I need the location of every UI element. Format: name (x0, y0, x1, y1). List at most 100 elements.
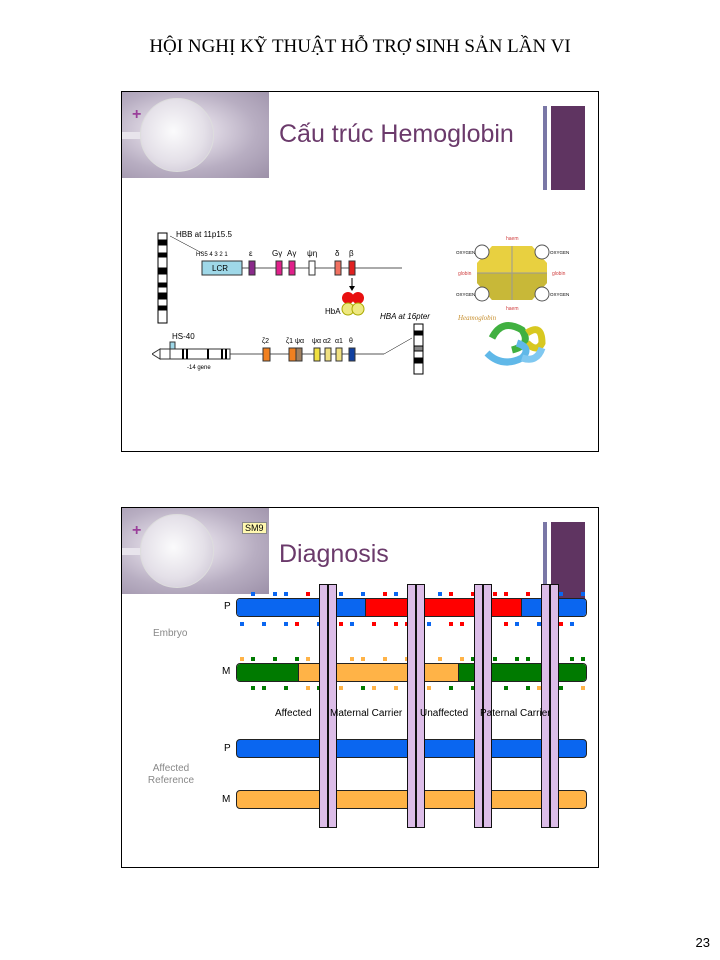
snp-dot (251, 686, 255, 690)
snp-dot (493, 657, 497, 661)
snp-dot (438, 592, 442, 596)
snp-dot (251, 592, 255, 596)
gene-label: ε (249, 249, 253, 258)
reference-label: Affected Reference (147, 763, 195, 786)
snp-dot (504, 622, 508, 626)
snp-dot (361, 657, 365, 661)
chromosome-11 (157, 232, 168, 324)
snp-dot (240, 657, 244, 661)
snp-dot (504, 686, 508, 690)
snp-dot (284, 622, 288, 626)
embryo-image: + (122, 92, 269, 178)
snp-dot (526, 686, 530, 690)
snp-dot (306, 686, 310, 690)
snp-dot (427, 622, 431, 626)
gene-label: Aγ (287, 249, 296, 258)
snp-dot (262, 686, 266, 690)
snp-dot (339, 686, 343, 690)
snp-dot (438, 657, 442, 661)
hba-label: HbA (325, 307, 341, 316)
heme-label: haem (506, 236, 519, 242)
outcome-label: Maternal Carrier (330, 708, 403, 719)
snp-dot (295, 657, 299, 661)
globin-label: globin (458, 271, 472, 277)
snp-dot (394, 592, 398, 596)
oxygen-label: OXYGEN (456, 292, 475, 297)
snp-dot (273, 657, 277, 661)
decor-bar (543, 106, 547, 190)
decor-bar (551, 106, 585, 190)
oxygen-label: OXYGEN (550, 250, 569, 255)
oxygen-label: OXYGEN (456, 250, 475, 255)
snp-dot (581, 657, 585, 661)
hs40-label: HS-40 (172, 332, 195, 341)
snp-dot (581, 686, 585, 690)
hba-locus-label: HBA at 16pter (380, 312, 430, 321)
snp-dot (449, 592, 453, 596)
snp-dot (262, 622, 266, 626)
snp-dot (449, 622, 453, 626)
heme-label: haem (506, 306, 519, 312)
snp-dot (537, 622, 541, 626)
snp-dot (339, 592, 343, 596)
snp-dot (251, 657, 255, 661)
snp-dot (339, 622, 343, 626)
snp-dot (504, 592, 508, 596)
snp-dot (460, 657, 464, 661)
oxygen-label: OXYGEN (550, 292, 569, 297)
snp-dot (295, 622, 299, 626)
page-number: 23 (695, 935, 710, 950)
outcome-label: Affected (275, 708, 312, 719)
snp-dot (526, 657, 530, 661)
hs-label: HS5 4 3 2 1 (196, 252, 228, 258)
hba-tetramer (341, 292, 365, 316)
snp-dot (493, 592, 497, 596)
snp-dot (284, 592, 288, 596)
marker-strip (474, 584, 492, 828)
snp-dot (570, 657, 574, 661)
snp-dot (383, 657, 387, 661)
snp-dot (372, 686, 376, 690)
gene-label: ψη (307, 249, 317, 258)
outcome-label: Paternal Carrier (480, 708, 551, 719)
gene-label: ζ2 (262, 338, 269, 345)
snp-dot (471, 592, 475, 596)
snp-dot (427, 686, 431, 690)
slide-title: Diagnosis (279, 540, 389, 568)
snp-dot (306, 592, 310, 596)
slide-hemoglobin: + Cấu trúc Hemoglobin HBB at 11p15.5 HS5… (121, 91, 599, 452)
snp-dot (394, 622, 398, 626)
gene14-label: -14 gene (187, 365, 211, 371)
embryo-image: + (122, 508, 269, 594)
gene-label: α2 (323, 338, 331, 345)
gene-label: ψα (312, 338, 321, 345)
snp-dot (515, 657, 519, 661)
paternal-label: P (224, 743, 231, 754)
hemoglobin-caption: Heamoglobin (457, 314, 497, 322)
snp-dot (240, 622, 244, 626)
snp-dot (526, 592, 530, 596)
gene-label: β (349, 249, 354, 258)
marker-strip (319, 584, 337, 828)
snp-dot (394, 686, 398, 690)
paternal-label: P (224, 601, 231, 612)
marker-strip (407, 584, 425, 828)
embryo-label: Embryo (153, 628, 188, 639)
marker-strip (541, 584, 559, 828)
snp-dot (449, 686, 453, 690)
hbb-label: HBB at 11p15.5 (176, 230, 232, 239)
slide-diagnosis: + SM9 Diagnosis Embryo Affected Referenc… (121, 507, 599, 868)
snp-dot (559, 686, 563, 690)
gene-label: δ (335, 249, 340, 258)
maternal-label: M (222, 666, 231, 677)
gene-label: α1 (335, 338, 343, 345)
snp-dot (559, 622, 563, 626)
snp-dot (460, 622, 464, 626)
slide-title: Cấu trúc Hemoglobin (279, 120, 514, 148)
gene-label: ζ1 (286, 338, 293, 345)
lcr-label: LCR (212, 264, 228, 273)
snp-dot (383, 592, 387, 596)
gene-label: Gγ (272, 249, 282, 258)
snp-dot (471, 686, 475, 690)
